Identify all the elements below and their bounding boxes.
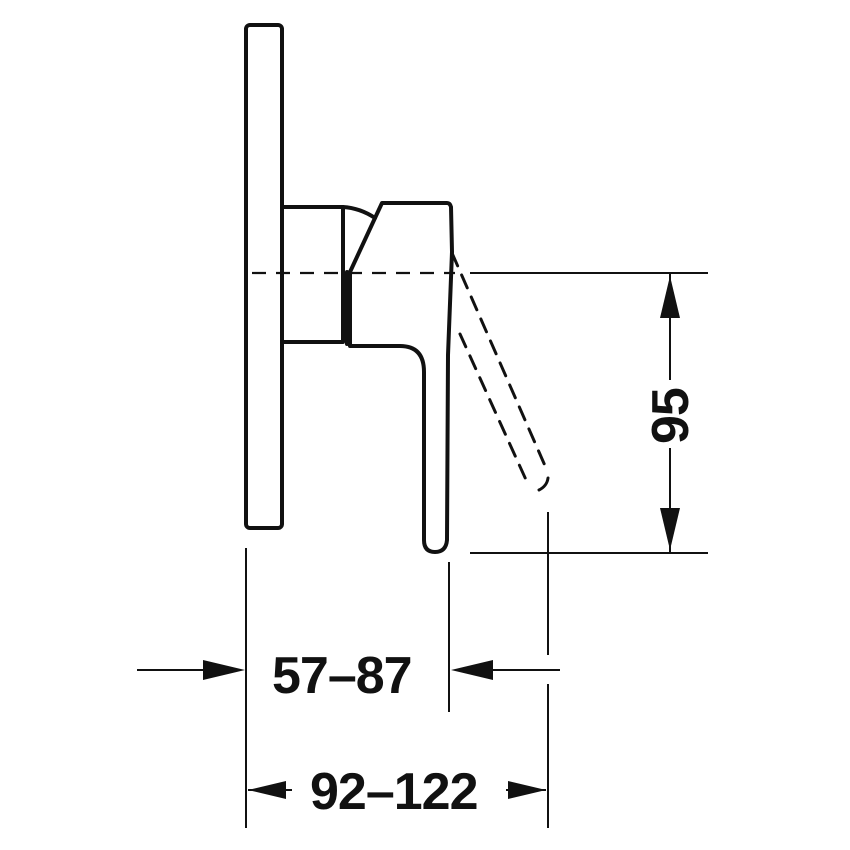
arrow-down-icon (660, 508, 680, 550)
lever-handle (348, 201, 454, 554)
arrow-right-icon (508, 781, 546, 799)
valve-body (280, 205, 345, 344)
cover-plate (244, 23, 284, 530)
dimension-95-label: 95 (642, 388, 700, 444)
arrow-up-icon (660, 276, 680, 318)
lever-alt-position-outer (450, 251, 548, 470)
arrow-right-icon (203, 660, 245, 680)
dimension-57-87-label: 57–87 (272, 647, 412, 705)
dimension-92-122-label: 92–122 (310, 763, 478, 821)
lever-alt-position-tip (537, 476, 550, 492)
lever-alt-position-inner (458, 332, 529, 484)
valve-body-arc (341, 205, 377, 220)
arrow-left-icon (451, 660, 493, 680)
